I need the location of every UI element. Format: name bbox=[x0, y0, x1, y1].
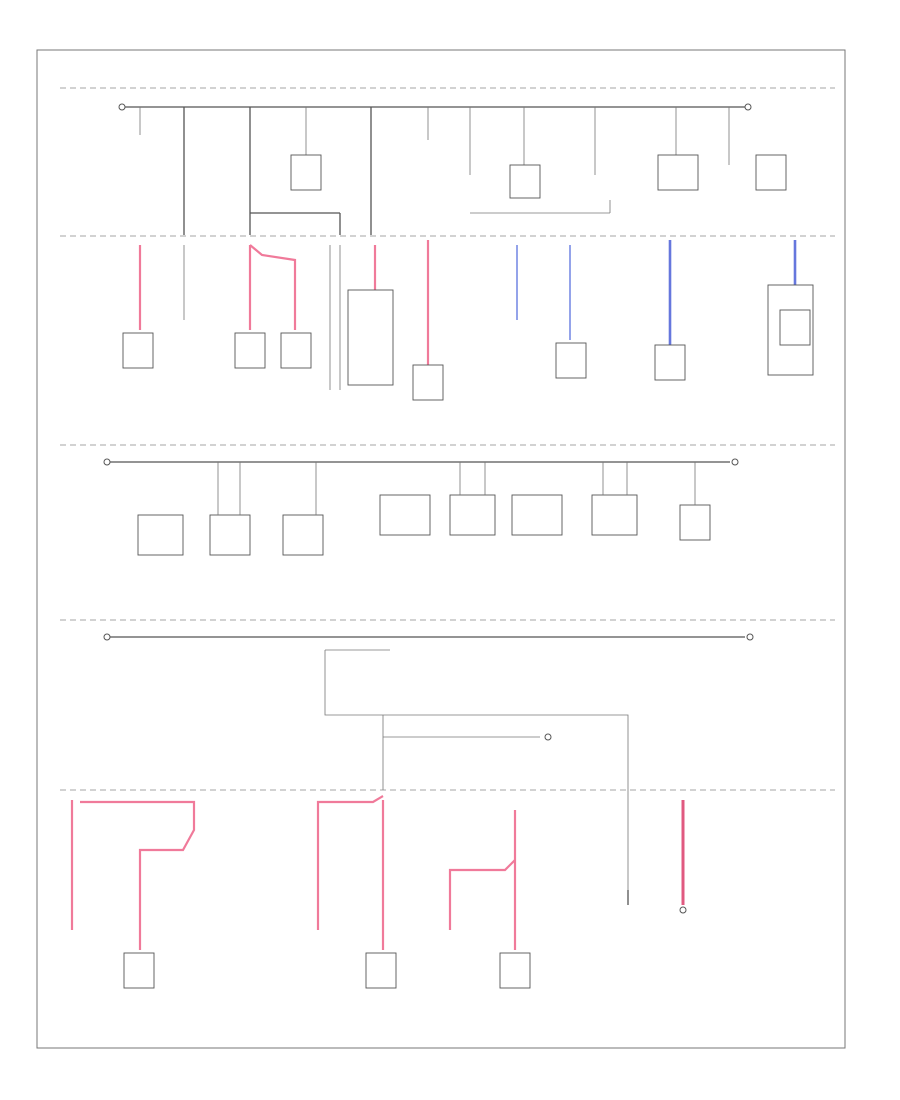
bus-source-connector bbox=[118, 103, 126, 111]
section-4 bbox=[60, 619, 835, 989]
section-3 bbox=[60, 444, 835, 556]
relay-box bbox=[657, 154, 699, 191]
section-4-boxes bbox=[123, 952, 531, 989]
component-box bbox=[654, 344, 686, 381]
pink-wire bbox=[316, 795, 384, 930]
pink-wire bbox=[448, 859, 516, 930]
component-box bbox=[122, 332, 154, 369]
component-box bbox=[779, 309, 811, 346]
section-3-relays bbox=[137, 462, 711, 556]
diagram-frame bbox=[36, 49, 846, 1049]
component-box bbox=[280, 332, 312, 369]
relay-box bbox=[509, 164, 541, 199]
section-1 bbox=[60, 87, 835, 237]
component-box bbox=[347, 289, 394, 386]
component-box bbox=[234, 332, 266, 369]
component-box bbox=[412, 364, 444, 401]
relay-circuit bbox=[324, 650, 629, 890]
section-2 bbox=[122, 240, 814, 401]
relay-box bbox=[755, 154, 787, 191]
pink-wire bbox=[80, 800, 196, 950]
relay-box bbox=[290, 154, 322, 191]
fuse-drops bbox=[139, 107, 730, 235]
pink-wire bbox=[249, 244, 297, 330]
bus-end-connector bbox=[744, 103, 752, 111]
component-box bbox=[555, 342, 587, 379]
